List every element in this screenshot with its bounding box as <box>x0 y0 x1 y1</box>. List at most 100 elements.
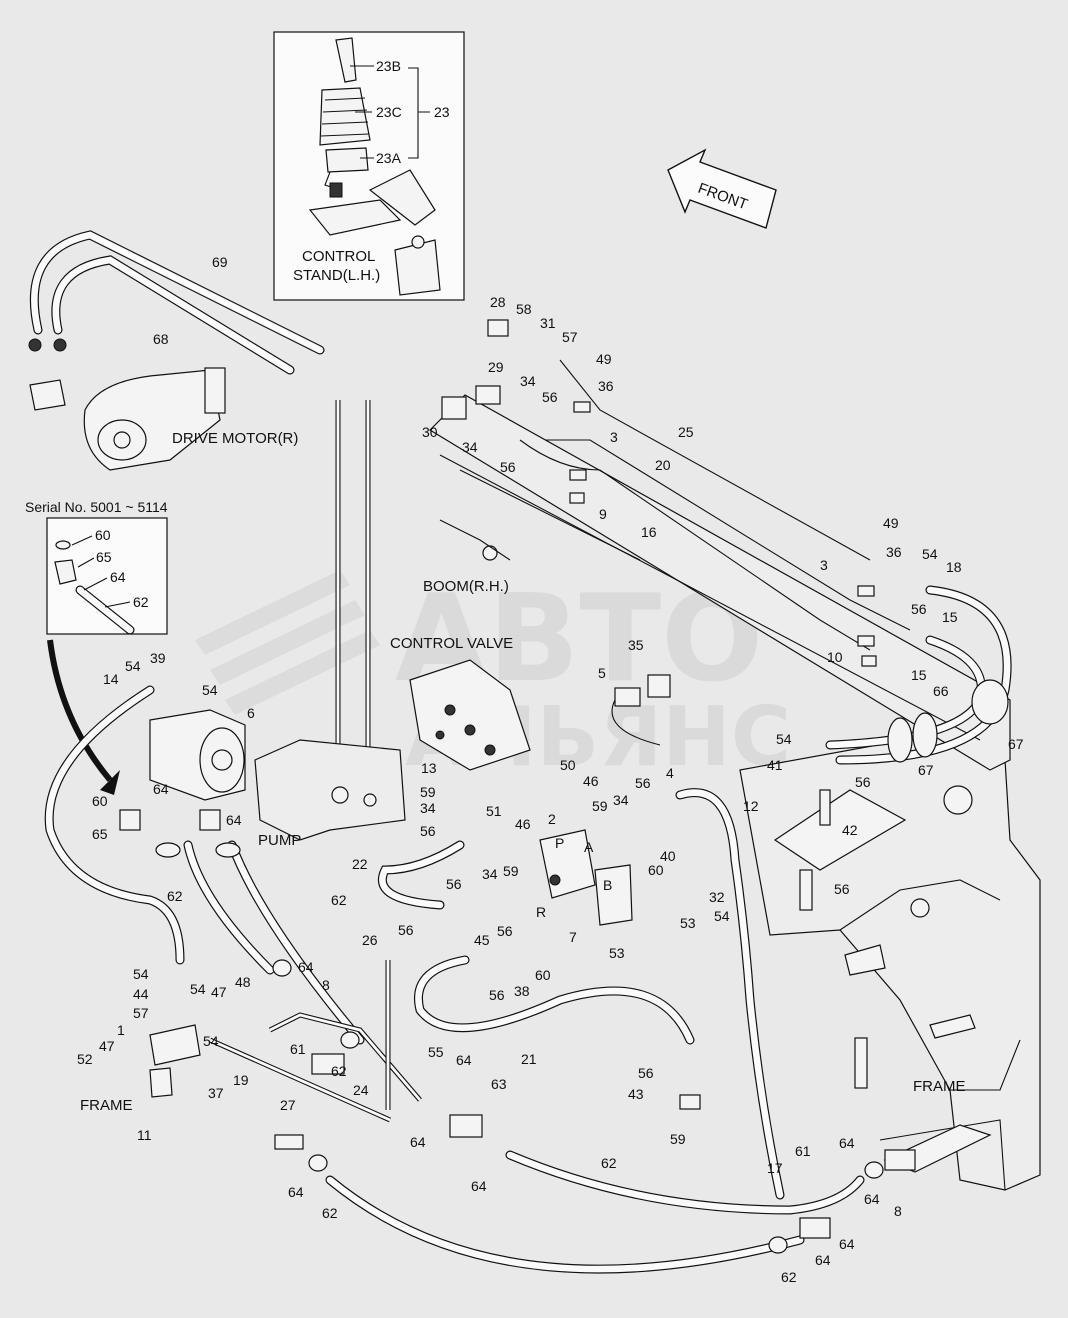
part-label-1: 1 <box>117 1022 125 1038</box>
part-label-68: 68 <box>153 331 169 347</box>
part-label-55: 55 <box>428 1044 444 1060</box>
part-label-64: 64 <box>839 1236 855 1252</box>
caption-frame-left: FRAME <box>80 1097 133 1114</box>
part-label-62: 62 <box>167 888 183 904</box>
part-label-49: 49 <box>883 515 899 531</box>
component-captions: DRIVE MOTOR(R) BOOM(R.H.) CONTROL VALVE … <box>80 430 966 1114</box>
part-label-3: 3 <box>820 557 828 573</box>
part-label-41: 41 <box>767 757 783 773</box>
part-label-46: 46 <box>583 773 599 789</box>
part-label-63: 63 <box>491 1076 507 1092</box>
part-label-56: 56 <box>489 987 505 1003</box>
part-label-40: 40 <box>660 848 676 864</box>
part-label-46: 46 <box>515 816 531 832</box>
part-label-34: 34 <box>462 439 478 455</box>
part-label-54: 54 <box>922 546 938 562</box>
part-label-66: 66 <box>933 683 949 699</box>
part-label-30: 30 <box>422 424 438 440</box>
part-label-64: 64 <box>456 1052 472 1068</box>
part-label-64: 64 <box>410 1134 426 1150</box>
port-a: A <box>584 839 594 855</box>
part-label-57: 57 <box>133 1005 149 1021</box>
part-label-67: 67 <box>1008 736 1024 752</box>
part-label-56: 56 <box>500 459 516 475</box>
part-label-54: 54 <box>125 658 141 674</box>
part-label-60: 60 <box>648 862 664 878</box>
part-label-56: 56 <box>638 1065 654 1081</box>
serial-label-0: 60 <box>95 527 111 543</box>
part-label-18: 18 <box>946 559 962 575</box>
part-label-52: 52 <box>77 1051 93 1067</box>
part-label-14: 14 <box>103 671 119 687</box>
label-23: 23 <box>434 104 450 120</box>
part-label-58: 58 <box>516 301 532 317</box>
solenoid-5 <box>611 674 671 746</box>
part-label-61: 61 <box>795 1143 811 1159</box>
part-label-48: 48 <box>235 974 251 990</box>
part-label-29: 29 <box>488 359 504 375</box>
caption-control: CONTROL <box>302 248 375 265</box>
part-label-15: 15 <box>942 609 958 625</box>
part-label-34: 34 <box>482 866 498 882</box>
part-label-64: 64 <box>815 1252 831 1268</box>
part-label-39: 39 <box>150 650 166 666</box>
part-label-62: 62 <box>331 1063 347 1079</box>
part-label-56: 56 <box>420 823 436 839</box>
clamp-66 <box>887 679 1009 763</box>
caption-drive-motor: DRIVE MOTOR(R) <box>172 430 298 447</box>
machine-frame <box>739 729 1041 1191</box>
part-label-17: 17 <box>767 1160 783 1176</box>
part-label-44: 44 <box>133 986 149 1002</box>
caption-control-valve: CONTROL VALVE <box>390 635 513 652</box>
part-label-54: 54 <box>714 908 730 924</box>
part-label-56: 56 <box>855 774 871 790</box>
part-label-13: 13 <box>421 760 437 776</box>
inset-serial: Serial No. 5001 ~ 5114 60 65 64 62 <box>25 499 168 635</box>
part-label-64: 64 <box>226 812 242 828</box>
part-label-21: 21 <box>521 1051 537 1067</box>
part-label-16: 16 <box>641 524 657 540</box>
part-label-64: 64 <box>471 1178 487 1194</box>
part-label-28: 28 <box>490 294 506 310</box>
part-label-7: 7 <box>569 929 577 945</box>
part-label-62: 62 <box>331 892 347 908</box>
part-label-54: 54 <box>133 966 149 982</box>
part-label-56: 56 <box>446 876 462 892</box>
part-label-59: 59 <box>503 863 519 879</box>
part-label-54: 54 <box>203 1033 219 1049</box>
part-label-56: 56 <box>834 881 850 897</box>
part-label-56: 56 <box>497 923 513 939</box>
part-label-56: 56 <box>911 601 927 617</box>
part-label-43: 43 <box>628 1086 644 1102</box>
part-label-47: 47 <box>211 984 227 1000</box>
part-label-5: 5 <box>598 665 606 681</box>
part-label-64: 64 <box>153 781 169 797</box>
serial-label-2: 64 <box>110 569 126 585</box>
part-label-53: 53 <box>609 945 625 961</box>
serial-title: Serial No. 5001 ~ 5114 <box>25 499 168 515</box>
caption-pump: PUMP <box>258 832 301 849</box>
part-label-37: 37 <box>208 1085 224 1101</box>
part-label-54: 54 <box>202 682 218 698</box>
part-label-50: 50 <box>560 757 576 773</box>
part-label-34: 34 <box>520 373 536 389</box>
part-label-35: 35 <box>628 637 644 653</box>
port-p: P <box>555 835 564 851</box>
part-label-57: 57 <box>562 329 578 345</box>
valve-block <box>539 829 633 926</box>
front-arrow-icon: FRONT <box>667 148 777 229</box>
label-23a: 23A <box>376 150 402 166</box>
port-b: B <box>603 877 612 893</box>
part-label-69: 69 <box>212 254 228 270</box>
part-label-56: 56 <box>635 775 651 791</box>
control-valve <box>409 659 531 771</box>
part-label-56: 56 <box>398 922 414 938</box>
serial-label-1: 65 <box>96 549 112 565</box>
caption-boom: BOOM(R.H.) <box>423 578 509 595</box>
part-label-62: 62 <box>601 1155 617 1171</box>
part-label-34: 34 <box>420 800 436 816</box>
part-label-9: 9 <box>599 506 607 522</box>
part-label-15: 15 <box>911 667 927 683</box>
part-label-8: 8 <box>894 1203 902 1219</box>
left-valve-block-1 <box>149 1024 201 1098</box>
